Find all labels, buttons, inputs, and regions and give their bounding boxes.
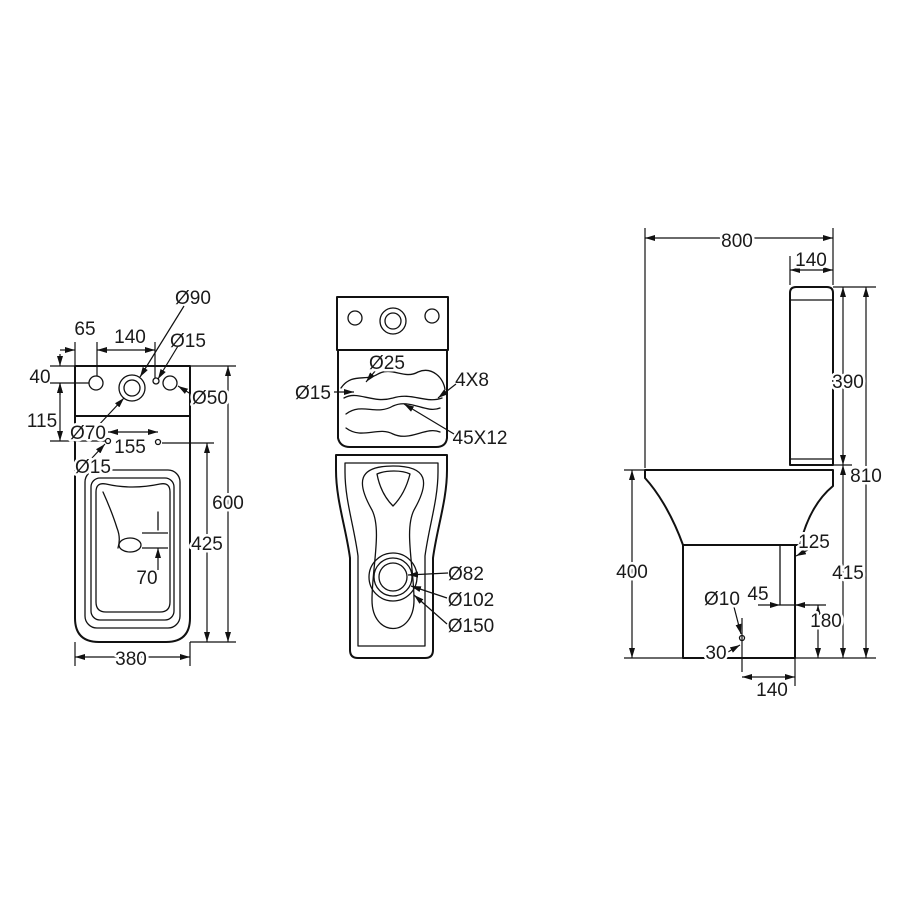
leader-fixing-hole	[733, 606, 742, 635]
side-view-labels: 800 140 390 810 400 125 415 Ø10 45 180 3…	[614, 229, 885, 704]
leader-outlet-offset	[795, 548, 809, 557]
leader-slot-large	[403, 403, 455, 435]
label-seat-hole-spacing: 155	[114, 437, 146, 458]
label-outlet-dia-inner: Ø82	[448, 564, 484, 585]
bowl-bottom-outline	[335, 454, 448, 659]
front-view-dimensions	[334, 369, 457, 625]
label-overall-length: 600	[212, 493, 244, 514]
bowl-well	[95, 483, 171, 613]
label-flush-hole-dia: Ø90	[175, 288, 211, 309]
bowl-rim-wave-mid	[343, 394, 443, 401]
top-view: 65 140 Ø90 Ø15 40 Ø50 115 Ø70 155 Ø15 60…	[27, 288, 247, 673]
cistern-top-outline	[74, 365, 191, 417]
leader-flush-hole	[139, 305, 185, 378]
outlet-circle-mid	[373, 557, 413, 597]
front-view-labels: Ø25 Ø15 4X8 45X12 Ø82 Ø102 Ø150	[295, 351, 508, 638]
drain-hole	[118, 537, 142, 553]
bowl-bottom-inner-outline	[344, 462, 439, 647]
label-tank-edge-offset: 40	[29, 367, 50, 388]
bowl-side-outline	[644, 469, 834, 546]
bowl-trap-contour	[361, 465, 425, 629]
cistern-right-hole	[162, 375, 178, 391]
seat-hole-right	[154, 438, 162, 446]
cistern-front-center-hole-inner	[384, 312, 402, 330]
label-hole-spacing: 140	[114, 327, 146, 348]
label-drain-offset: 70	[136, 568, 157, 589]
leader-center-hole	[95, 397, 125, 429]
leader-outlet-inner	[407, 571, 449, 578]
bowl-rim-wave-upper	[340, 369, 446, 391]
seat-hole-left	[104, 437, 112, 445]
outlet-spigot	[779, 544, 796, 606]
label-lower-height: 415	[832, 563, 864, 584]
label-inlet-dia: Ø25	[369, 353, 405, 374]
bowl-rim-wave-lower	[345, 403, 441, 415]
label-outlet-dia-mid: Ø102	[448, 590, 494, 611]
flush-hole-inner	[123, 379, 141, 397]
flush-hole-outer	[118, 374, 146, 402]
leader-fixing-offset	[727, 644, 741, 653]
label-fixing-hole-dia: Ø10	[704, 589, 740, 610]
label-tank-height: 390	[832, 372, 864, 393]
cistern-front-outline	[336, 296, 449, 351]
label-seat-height: 400	[616, 562, 648, 583]
bowl-top-outline	[337, 349, 448, 448]
leader-slot-small	[437, 383, 457, 399]
label-fixing-offset: 30	[705, 643, 726, 664]
label-side-hole-dia: Ø15	[295, 383, 331, 404]
label-small-hole-dia: Ø15	[170, 331, 206, 352]
label-outlet-distance: 140	[756, 680, 788, 701]
cistern-front-right-hole	[424, 308, 440, 324]
outlet-circle-inner	[378, 562, 408, 592]
label-outlet-height: 180	[810, 611, 842, 632]
label-overall-depth: 800	[721, 231, 753, 252]
bowl-outline	[74, 415, 191, 643]
label-outlet-dia-outer: Ø150	[448, 616, 494, 637]
label-tank-width: 140	[795, 250, 827, 271]
label-slot-large: 45X12	[453, 428, 508, 449]
label-overall-width: 380	[115, 649, 147, 670]
label-outlet-offset: 125	[798, 532, 830, 553]
seat-outline-outer	[84, 469, 181, 629]
leader-small-hole	[157, 345, 179, 380]
leader-outlet-outer	[413, 594, 448, 625]
side-view-dimensions	[624, 228, 876, 686]
bowl-rim-wave-base	[345, 427, 441, 437]
leader-seat-hole	[91, 443, 106, 459]
label-hole-row-offset: 115	[27, 411, 57, 432]
front-view: Ø25 Ø15 4X8 45X12 Ø82 Ø102 Ø150	[295, 296, 508, 659]
seat-hole-lower	[100, 457, 108, 465]
label-outlet-width: 45	[747, 584, 768, 605]
cistern-front-center-hole-outer	[379, 307, 407, 335]
cistern-front-left-hole	[347, 310, 363, 326]
label-bowl-length: 425	[191, 534, 223, 555]
cistern-small-hole	[152, 377, 160, 385]
bowl-trap-inner-contour	[376, 470, 411, 507]
cistern-side-outline	[789, 286, 834, 466]
leader-inlet	[365, 369, 377, 383]
side-view: 800 140 390 810 400 125 415 Ø10 45 180 3…	[614, 228, 885, 704]
outlet-circle-outer	[368, 552, 418, 602]
leader-outlet-mid	[410, 585, 448, 599]
label-center-hole-dia: Ø70	[70, 423, 106, 444]
seat-outline-inner	[90, 477, 175, 621]
top-view-dimensions	[50, 305, 236, 666]
label-slot-small: 4X8	[455, 370, 489, 391]
cistern-left-hole	[88, 375, 104, 391]
label-seat-hole-dia: Ø15	[75, 457, 111, 478]
top-view-labels: 65 140 Ø90 Ø15 40 Ø50 115 Ø70 155 Ø15 60…	[27, 288, 247, 673]
label-left-offset: 65	[74, 319, 95, 340]
leader-side-hole	[177, 385, 195, 397]
label-side-hole-dia: Ø50	[192, 388, 228, 409]
label-overall-height: 810	[850, 466, 882, 487]
bowl-inner-contour	[102, 491, 120, 549]
